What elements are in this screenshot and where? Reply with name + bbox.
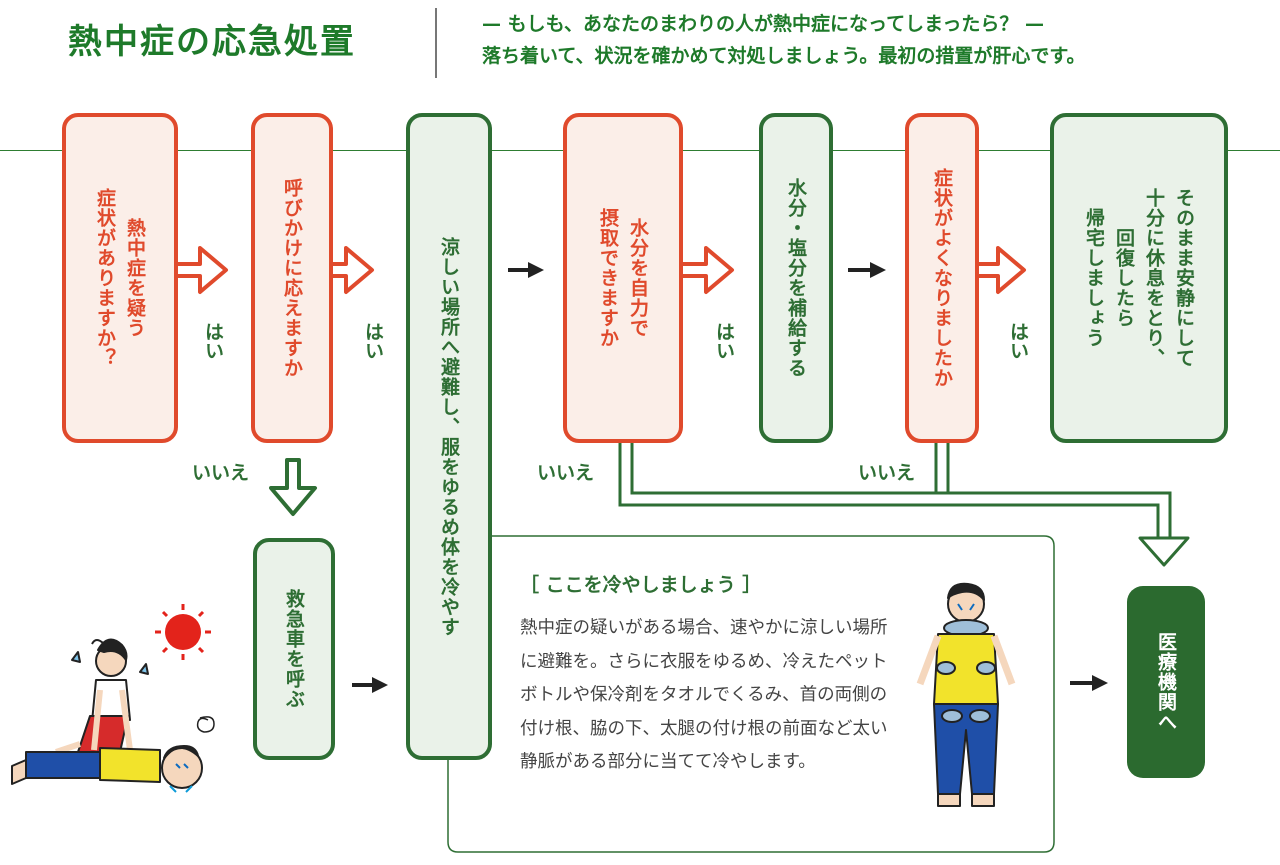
cooling-heading: ［ ここを冷やしましょう ］ xyxy=(520,574,762,596)
symptoms-line-2: 症状がありますか？ xyxy=(94,188,116,368)
rest-line-3: 回復したら xyxy=(1113,228,1135,328)
yes-arrow-1 xyxy=(170,246,228,294)
symptoms-question-box: 熱中症を疑う 症状がありますか？ xyxy=(62,113,178,443)
cool-place-box: 涼しい場所へ避難し、服をゆるめ体を冷やす xyxy=(406,113,492,760)
symptoms-line-1: 熱中症を疑う xyxy=(124,218,146,338)
arrow-head-medical xyxy=(1138,536,1190,567)
yes-label-2: はい xyxy=(362,322,384,360)
cooling-points-illustration xyxy=(916,582,1016,807)
improved-text: 症状がよくなりましたか xyxy=(931,168,953,388)
rest-line-1: そのまま安静にして xyxy=(1173,188,1195,368)
hydrate-box: 水分・塩分を補給する xyxy=(759,113,833,443)
drink-line-2: 摂取できますか xyxy=(597,208,619,348)
rest-line-4: 帰宅しましょう xyxy=(1083,208,1105,348)
cooling-panel-outline xyxy=(447,535,1055,853)
first-aid-illustration xyxy=(11,638,215,793)
yes-arrow-3 xyxy=(676,246,734,294)
drink-line-1: 水分を自力で xyxy=(627,218,649,338)
yes-label-4: はい xyxy=(1007,322,1029,360)
solid-arrow-to-medical xyxy=(1070,675,1108,691)
rest-line-2: 十分に休息をとり、 xyxy=(1143,188,1165,368)
yes-label-1: はい xyxy=(202,322,224,360)
no-label-3: いいえ xyxy=(858,462,916,484)
medical-text: 医療機関へ xyxy=(1155,632,1177,732)
drink-question-box: 水分を自力で 摂取できますか xyxy=(563,113,683,443)
no-path-to-medical xyxy=(618,442,1172,540)
yes-label-3: はい xyxy=(713,322,735,360)
subtitle: — もしも、あなたのまわりの人が熱中症になってしまったら？ — 落ち着いて、状況… xyxy=(482,8,1085,72)
page-title: 熱中症の応急処置 xyxy=(68,22,356,62)
no-arrow-ambulance xyxy=(269,458,317,516)
solid-arrow-to-improved xyxy=(848,262,886,278)
solid-arrow-ambulance-to-cool xyxy=(352,677,388,693)
ambulance-text: 救急車を呼ぶ xyxy=(283,589,305,709)
hydrate-text: 水分・塩分を補給する xyxy=(785,178,807,378)
no-label-2: いいえ xyxy=(537,462,595,484)
responds-text: 呼びかけに応えますか xyxy=(281,178,303,378)
medical-box: 医療機関へ xyxy=(1127,586,1205,778)
cooling-body: 熱中症の疑いがある場合、速やかに涼しい場所に避難を。さらに衣服をゆるめ、冷えたペ… xyxy=(520,618,888,772)
sun-icon xyxy=(155,604,211,660)
title-divider xyxy=(435,8,437,78)
responds-question-box: 呼びかけに応えますか xyxy=(251,113,333,443)
subtitle-line-1: — もしも、あなたのまわりの人が熱中症になってしまったら？ — xyxy=(482,13,1044,35)
ambulance-box: 救急車を呼ぶ xyxy=(253,538,335,760)
cool-place-text: 涼しい場所へ避難し、服をゆるめ体を冷やす xyxy=(438,236,460,637)
subtitle-line-2: 落ち着いて、状況を確かめて対処しましょう。最初の措置が肝心です。 xyxy=(482,45,1086,67)
rest-box: そのまま安静にして 十分に休息をとり、 回復したら 帰宅しましょう xyxy=(1050,113,1228,443)
no-label-1: いいえ xyxy=(192,462,250,484)
solid-arrow-to-drink xyxy=(508,262,544,278)
improved-question-box: 症状がよくなりましたか xyxy=(905,113,979,443)
